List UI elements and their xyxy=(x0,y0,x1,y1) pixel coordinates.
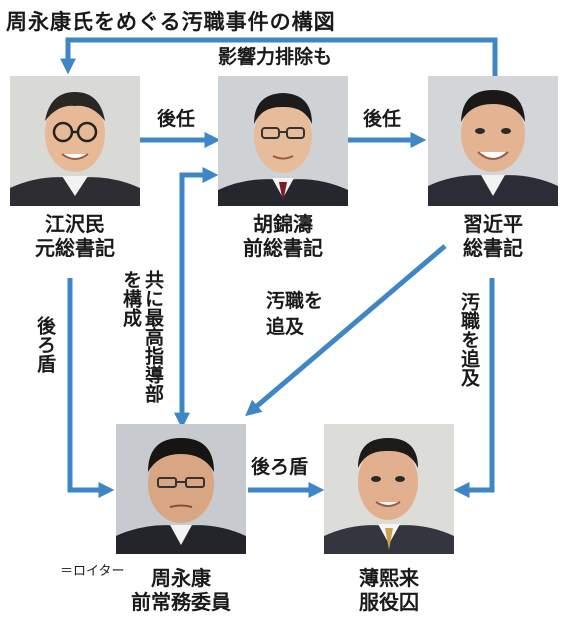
node-xi-role: 総書記 xyxy=(463,236,523,260)
node-hu-role: 前総書記 xyxy=(243,236,323,260)
edge-label-influence: 影響力排除も xyxy=(218,46,333,68)
photo-xi xyxy=(428,76,558,206)
node-bo-role: 服役囚 xyxy=(359,590,419,614)
node-hu-name: 胡錦濤 xyxy=(253,212,313,236)
node-bo-name: 薄熙来 xyxy=(359,566,419,590)
edge-label-succ2: 後任 xyxy=(363,108,402,130)
photo-hu xyxy=(218,76,348,206)
node-zhou-role: 前常務委員 xyxy=(131,590,231,614)
node-xi-label: 習近平 総書記 xyxy=(418,212,568,260)
node-bo-label: 薄熙来 服役囚 xyxy=(314,566,464,614)
edge-label-succ1: 後任 xyxy=(157,108,196,130)
arrow-xi-to-bo xyxy=(453,278,495,499)
node-xi-name: 習近平 xyxy=(463,212,523,236)
photo-jiang xyxy=(10,76,140,206)
arrow-xi-to-jiang xyxy=(59,37,498,78)
diagram-title: 周永康氏をめぐる汚職事件の構図 xyxy=(6,10,336,34)
edge-label-backing2: 後ろ盾 xyxy=(251,456,309,478)
node-jiang-label: 江沢民 元総書記 xyxy=(0,212,150,260)
node-zhou-name: 周永康 xyxy=(151,566,211,590)
arrow-xi-to-zhou xyxy=(245,244,447,417)
photo-credit: ＝ロイター xyxy=(60,564,125,579)
node-hu-label: 胡錦濤 前総書記 xyxy=(208,212,358,260)
edge-label-leadership: 共に最高指導部を構成 xyxy=(120,270,164,403)
edge-label-pursue1: 汚職を追及 xyxy=(266,290,324,338)
node-jiang-name: 江沢民 xyxy=(45,212,105,236)
node-jiang-role: 元総書記 xyxy=(35,236,115,260)
photo-zhou xyxy=(116,424,246,554)
edge-label-backing1: 後ろ盾 xyxy=(34,316,56,373)
arrow-jiang-to-zhou xyxy=(67,278,115,499)
node-zhou-label: 周永康 前常務委員 xyxy=(106,566,256,614)
arrow-zhou-hu-mutual xyxy=(173,166,219,429)
photo-bo xyxy=(324,424,454,554)
edge-label-pursue2: 汚職を追及 xyxy=(458,292,480,387)
